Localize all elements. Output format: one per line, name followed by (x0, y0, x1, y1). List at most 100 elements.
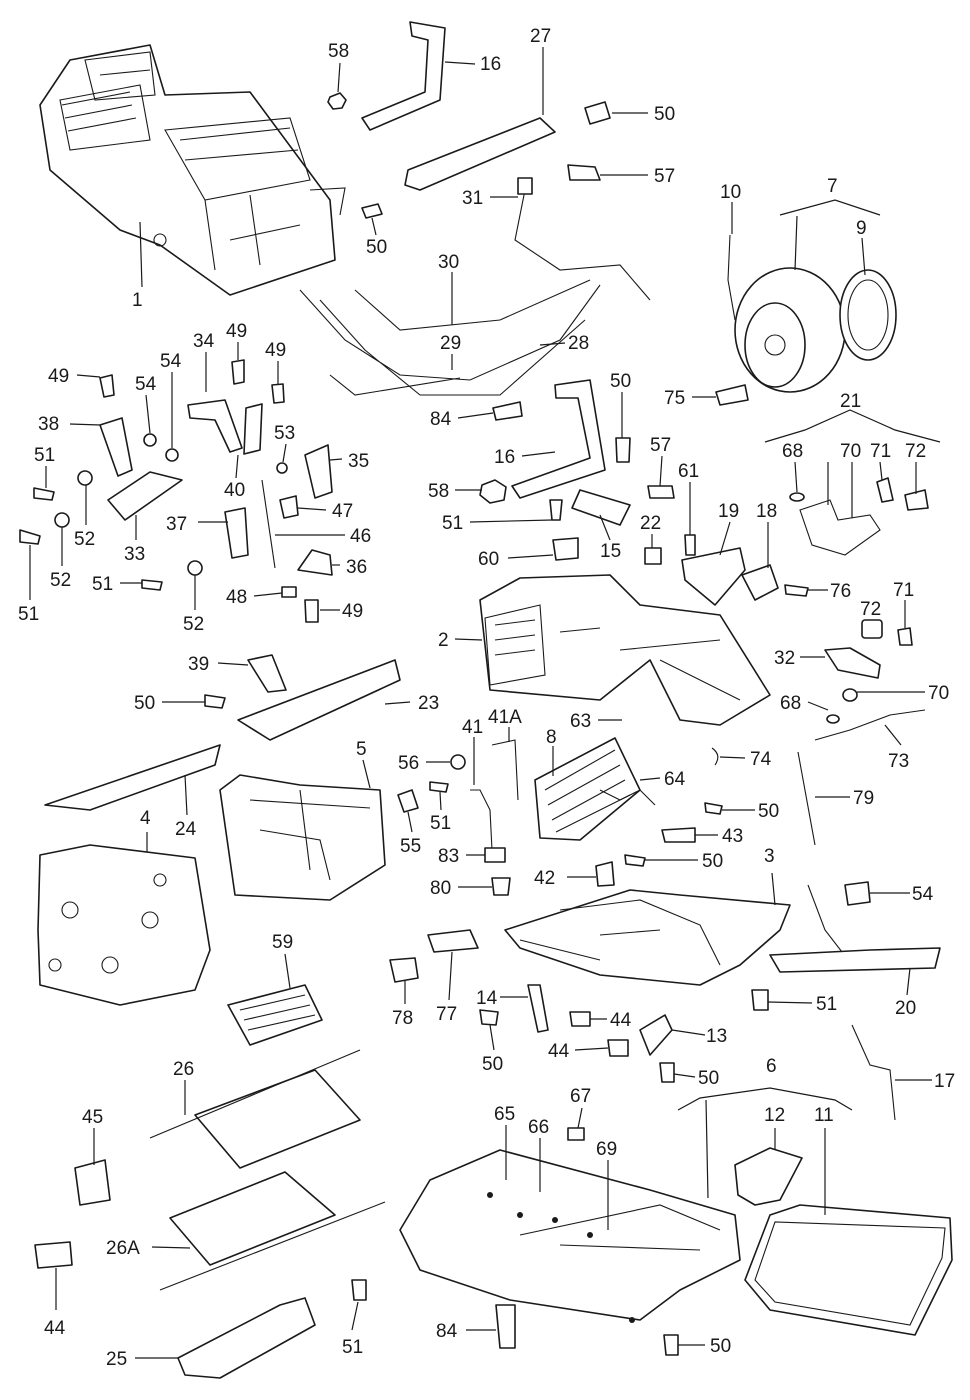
callout-59: 59 (272, 932, 293, 953)
callout-41A: 41A (488, 707, 522, 728)
clip-43 (661, 827, 696, 843)
callout-72: 72 (905, 441, 926, 462)
bracket-16-upper (361, 21, 446, 131)
screw-50-43 (704, 802, 723, 815)
filter-26a (159, 1171, 386, 1291)
grille-59 (227, 984, 323, 1046)
callout-65: 65 (494, 1104, 515, 1125)
callout-16: 16 (494, 447, 515, 468)
screw-51a (33, 487, 55, 501)
callout-52: 52 (183, 614, 204, 635)
callout-66: 66 (528, 1117, 549, 1138)
callout-36: 36 (346, 557, 367, 578)
callout-49: 49 (265, 340, 286, 361)
callout-3: 3 (764, 846, 775, 867)
bracket-16-lower (511, 379, 606, 499)
ring-70-lower (842, 688, 858, 702)
screw-49a (99, 374, 115, 398)
callout-24: 24 (175, 819, 197, 840)
gasket-11 (744, 1204, 953, 1336)
callout-49: 49 (48, 366, 69, 387)
callout-50: 50 (482, 1054, 503, 1075)
callout-52: 52 (74, 529, 95, 550)
callout-27: 27 (530, 26, 551, 47)
callout-23: 23 (418, 693, 439, 714)
callout-52: 52 (50, 570, 71, 591)
callout-55: 55 (400, 836, 421, 857)
callout-20: 20 (895, 998, 916, 1019)
screw-57-lower (647, 485, 675, 499)
callout-51: 51 (92, 574, 113, 595)
pipe-41a (491, 739, 519, 801)
lever-33 (107, 471, 183, 521)
clip-44c (34, 1241, 73, 1269)
screw-50-tray-b (659, 1062, 675, 1083)
cam-37 (224, 507, 249, 559)
screw-50-top (584, 101, 611, 125)
screw-51b (19, 529, 41, 545)
callout-51: 51 (342, 1337, 363, 1358)
cable-29-lower (329, 374, 461, 396)
washer-53 (276, 462, 288, 474)
nut-58-lower (479, 479, 507, 504)
callout-51: 51 (442, 513, 463, 534)
washer-52a (77, 470, 93, 486)
screw-49d (304, 599, 319, 623)
callout-80: 80 (430, 878, 451, 899)
filter-arm-20 (807, 884, 843, 953)
ring-68-lower (826, 714, 840, 724)
callout-31: 31 (462, 188, 483, 209)
callout-35: 35 (348, 451, 369, 472)
duct-25 (177, 1297, 316, 1379)
callout-74: 74 (750, 749, 772, 770)
callout-42: 42 (534, 868, 555, 889)
cap-71-lower (897, 627, 913, 646)
expansion-valve-64 (599, 789, 656, 806)
callout-12: 12 (764, 1105, 785, 1126)
leader-lines (29, 47, 941, 1359)
sensor-18 (741, 564, 779, 601)
callout-83: 83 (438, 846, 459, 867)
screw-84-upper (492, 401, 523, 421)
callout-54: 54 (912, 884, 934, 905)
clip-44b (607, 1039, 629, 1057)
screw-57-top (567, 164, 601, 181)
connector-31 (517, 177, 533, 195)
callout-60: 60 (478, 549, 499, 570)
callout-25: 25 (106, 1349, 127, 1370)
callout-58: 58 (428, 481, 449, 502)
screw-51-tray (751, 989, 769, 1011)
callout-69: 69 (596, 1139, 617, 1160)
callout-9: 9 (856, 218, 867, 239)
callout-71: 71 (893, 580, 914, 601)
callout-50: 50 (654, 104, 675, 125)
callout-15: 15 (600, 541, 621, 562)
callout-56: 56 (398, 753, 419, 774)
callout-50: 50 (134, 693, 155, 714)
callout-32: 32 (774, 648, 795, 669)
clip-48 (281, 586, 297, 598)
screw-51-bottom (351, 1279, 367, 1301)
clip-67 (567, 1127, 585, 1141)
lever-35 (304, 444, 333, 499)
callout-numbers: 1 58 16 27 50 57 31 50 10 7 9 30 29 28 3… (18, 26, 955, 1370)
callout-53: 53 (274, 423, 295, 444)
harness-21 (799, 499, 881, 556)
callout-57: 57 (654, 166, 675, 187)
clip-45 (74, 1159, 111, 1206)
screw-50-42 (624, 854, 646, 867)
callout-8: 8 (546, 727, 557, 748)
washer-52b (54, 512, 70, 528)
screw-49b (231, 359, 245, 385)
housing-lower-6 (399, 1149, 741, 1323)
callout-70: 70 (928, 683, 949, 704)
screw-50-mid (361, 203, 383, 219)
callout-26: 26 (173, 1059, 194, 1080)
gasket-9 (839, 269, 897, 361)
callout-50: 50 (610, 371, 631, 392)
callout-43: 43 (722, 826, 743, 847)
sensor-32 (824, 647, 881, 679)
grommet-54 (844, 881, 871, 906)
callout-34: 34 (193, 331, 215, 352)
